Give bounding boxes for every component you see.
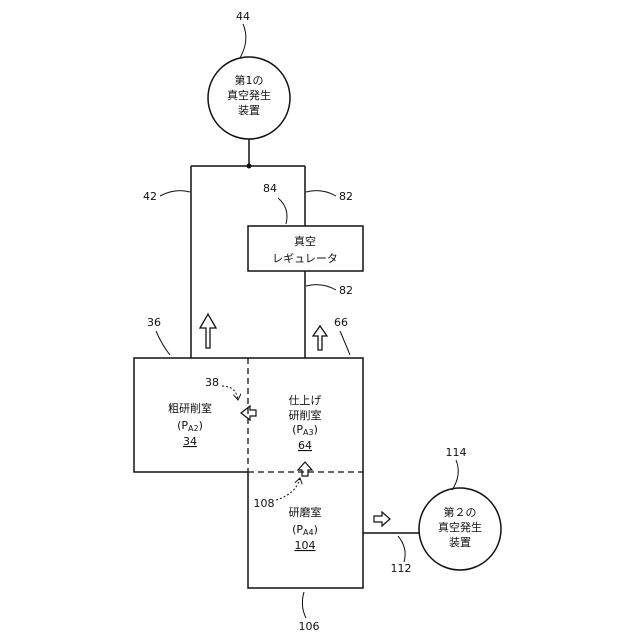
- leader-82-mid: [306, 285, 336, 290]
- polish-chamber-number: 104: [295, 539, 316, 552]
- regulator-line-2: レギュレータ: [272, 252, 338, 265]
- leader-112: [398, 536, 405, 562]
- flow-arrow-up-left-icon: [200, 314, 216, 348]
- ref-84: 84: [263, 182, 277, 195]
- leader-82-top: [306, 191, 336, 196]
- vacuum-generator-1: 第1の 真空発生 装置: [208, 57, 290, 139]
- finish-chamber-number: 64: [298, 439, 312, 452]
- vg1-line-2: 真空発生: [227, 88, 271, 102]
- leader-106: [302, 592, 306, 618]
- vg2-line-3: 装置: [449, 536, 471, 549]
- finish-chamber-title-2: 研削室: [289, 408, 322, 422]
- leader-108: [276, 478, 300, 500]
- leader-42: [160, 191, 190, 196]
- finish-chamber-pressure: (PA3): [292, 423, 318, 437]
- vg2-line-1: 第２の: [444, 505, 477, 519]
- finish-chamber: 仕上げ 研削室 (PA3) 64: [289, 394, 322, 452]
- ref-38: 38: [205, 376, 219, 389]
- leader-84: [278, 198, 287, 224]
- rough-chamber: 粗研削室 (PA2) 34: [168, 401, 212, 448]
- vacuum-generator-2: 第２の 真空発生 装置: [419, 488, 501, 570]
- vg1-line-3: 装置: [238, 104, 260, 117]
- leader-66: [340, 331, 350, 355]
- pipe-junction: [247, 164, 252, 169]
- leader-114: [452, 460, 458, 490]
- regulator-line-1: 真空: [294, 234, 316, 248]
- vg1-line-1: 第1の: [235, 73, 264, 87]
- ref-66: 66: [334, 316, 348, 329]
- ref-114: 114: [446, 446, 467, 459]
- ref-112: 112: [391, 562, 412, 575]
- vg2-line-2: 真空発生: [438, 520, 482, 534]
- rough-chamber-title: 粗研削室: [168, 401, 212, 415]
- ref-44: 44: [236, 10, 250, 23]
- flow-arrow-right-icon: [374, 512, 390, 526]
- ref-82-top: 82: [339, 190, 353, 203]
- flow-arrow-up-small-icon: [298, 462, 312, 476]
- ref-42: 42: [143, 190, 157, 203]
- finish-chamber-title-1: 仕上げ: [289, 394, 322, 407]
- rough-chamber-number: 34: [183, 435, 197, 448]
- leader-44: [240, 24, 246, 58]
- ref-108: 108: [254, 497, 275, 510]
- polish-chamber-pressure: (PA4): [292, 523, 318, 537]
- vacuum-regulator: 真空 レギュレータ: [248, 226, 363, 271]
- leader-38: [222, 386, 238, 400]
- polish-chamber: 研磨室 (PA4) 104: [289, 505, 322, 552]
- polish-chamber-title: 研磨室: [289, 505, 322, 519]
- leader-36: [156, 331, 170, 355]
- ref-82-mid: 82: [339, 284, 353, 297]
- ref-36: 36: [147, 316, 161, 329]
- ref-106: 106: [299, 620, 320, 633]
- rough-chamber-pressure: (PA2): [177, 419, 203, 433]
- flow-arrow-up-right-icon: [313, 326, 327, 350]
